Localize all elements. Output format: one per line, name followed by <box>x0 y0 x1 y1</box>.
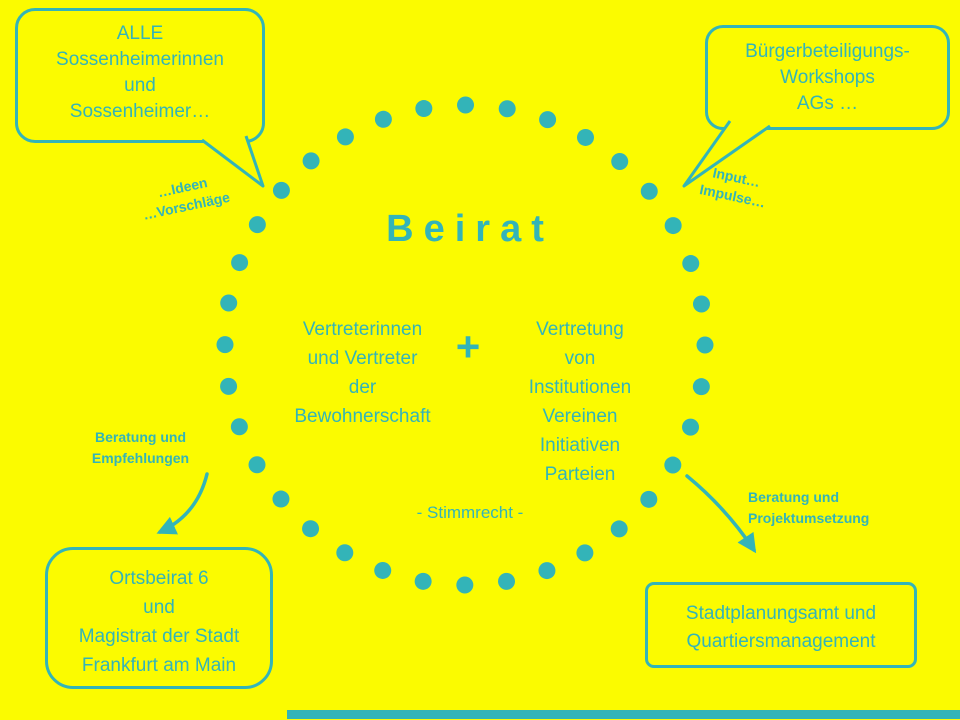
bubble-line: ALLE <box>116 23 164 44</box>
box-line: Magistrat der Stadt <box>78 626 240 647</box>
text-vertretung-institutionen: Vertretung von Institutionen Vereinen In… <box>490 315 670 489</box>
text-line: Initiativen <box>539 435 621 456</box>
bubble-line: und <box>124 75 156 96</box>
bubble-line: Sossenheimerinnen <box>56 49 224 70</box>
bottom-accent-bar <box>287 710 960 719</box>
diagram-title: Beirat <box>386 208 554 250</box>
plus-sign: + <box>455 323 481 370</box>
arrow-to-stadtplanungsamt <box>685 474 757 554</box>
box-line: Stadtplanungsamt und <box>685 603 877 624</box>
text-line: Vertretung <box>536 319 624 340</box>
text-line: und Vertreter <box>307 348 418 369</box>
text-vertreter-bewohnerschaft: Vertreterinnen und Vertreter der Bewohne… <box>265 315 460 431</box>
box-line: und <box>143 597 175 618</box>
bubble-line: AGs … <box>796 93 859 114</box>
text-line: Vertreterinnen <box>302 319 423 340</box>
label-line: Empfehlungen <box>91 450 190 466</box>
bubble-alle-sossenheimer: ALLE Sossenheimerinnen und Sossenheimer… <box>15 8 265 143</box>
text-stimmrecht: - Stimmrecht - <box>416 503 524 522</box>
text-line: Institutionen <box>528 377 632 398</box>
label-beratung-projektumsetzung: Beratung und Projektumsetzung <box>748 487 903 529</box>
arrow-to-ortsbeirat <box>156 472 209 535</box>
text-line: von <box>564 348 596 369</box>
label-line: Projektumsetzung <box>748 510 870 526</box>
box-line: Ortsbeirat 6 <box>109 568 209 589</box>
box-ortsbeirat: Ortsbeirat 6 und Magistrat der Stadt Fra… <box>45 547 273 689</box>
text-line: Vereinen <box>542 406 618 427</box>
text-line: Bewohnerschaft <box>294 406 431 427</box>
label-beratung-empfehlungen: Beratung und Empfehlungen <box>78 427 203 469</box>
text-line: der <box>348 377 377 398</box>
box-stadtplanungsamt: Stadtplanungsamt und Quartiersmanagement <box>645 582 917 668</box>
text-line: Parteien <box>544 464 616 485</box>
bubble-line: Workshops <box>780 67 875 88</box>
label-line: Beratung und <box>748 489 839 505</box>
box-line: Frankfurt am Main <box>81 655 237 676</box>
label-line: Beratung und <box>95 429 186 445</box>
box-line: Quartiersmanagement <box>686 631 876 652</box>
bubble-buergerbeteiligung: Bürgerbeteiligungs- Workshops AGs … <box>705 25 950 130</box>
dotted-circle-boundary <box>216 96 714 594</box>
bubble-line: Bürgerbeteiligungs- <box>745 41 910 62</box>
bubble-line: Sossenheimer… <box>69 101 211 122</box>
